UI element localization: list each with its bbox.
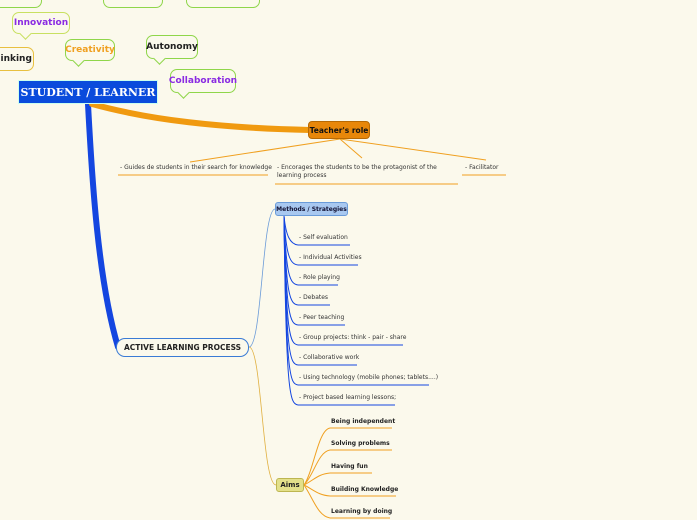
aim-item[interactable]: Learning by doing: [331, 508, 393, 515]
central-topic[interactable]: STUDENT / LEARNER: [18, 80, 158, 104]
method-item[interactable]: - Self evaluation: [299, 234, 348, 241]
aim-item[interactable]: Being independent: [331, 418, 396, 425]
method-item[interactable]: - Collaborative work: [299, 354, 360, 361]
method-item[interactable]: - Peer teaching: [299, 314, 345, 321]
active-learning-node[interactable]: ACTIVE LEARNING PROCESS: [116, 338, 249, 357]
methods-label: Methods / Strategies: [276, 205, 347, 213]
method-item[interactable]: - Role playing: [299, 274, 340, 281]
method-item[interactable]: - Project based learning lessons;: [299, 394, 397, 401]
innovation-label: Innovation: [13, 18, 69, 28]
teacher-role-label: Teacher's role: [309, 125, 369, 135]
active-learning-label: ACTIVE LEARNING PROCESS: [123, 343, 242, 352]
innovation-bubble[interactable]: Innovation: [12, 12, 70, 40]
autonomy-bubble[interactable]: Autonomy: [146, 35, 198, 65]
aims-label: Aims: [280, 481, 300, 489]
teacher-item[interactable]: - Guides de students in their search for…: [120, 164, 272, 171]
method-item[interactable]: - Individual Activities: [299, 254, 362, 261]
aim-item[interactable]: Having fun: [331, 463, 368, 470]
aims-node[interactable]: Aims: [276, 478, 304, 492]
aim-item[interactable]: Solving problems: [331, 440, 390, 447]
thinking-bubble[interactable]: hinking: [0, 47, 34, 71]
methods-node[interactable]: Methods / Strategies: [275, 202, 348, 216]
creativity-label: Creativity: [65, 45, 115, 55]
autonomy-label: Autonomy: [146, 42, 198, 52]
collaboration-bubble[interactable]: Collaboration: [168, 69, 238, 99]
thinking-label: hinking: [0, 54, 32, 64]
method-item[interactable]: - Debates: [299, 294, 329, 301]
teacher-item[interactable]: - Facilitator: [465, 164, 499, 171]
method-item[interactable]: - Using technology (mobile phones; table…: [299, 374, 439, 381]
creativity-bubble[interactable]: Creativity: [65, 39, 115, 67]
collaboration-label: Collaboration: [168, 76, 238, 86]
aim-item[interactable]: Building Knowledge: [331, 486, 399, 493]
partial-bubble-top-mid: [103, 0, 163, 8]
partial-bubble-top-right: [186, 0, 260, 8]
teacher-item[interactable]: - Encorages the students to be the prota…: [277, 164, 437, 179]
teacher-role-node[interactable]: Teacher's role: [308, 121, 370, 139]
central-topic-label: STUDENT / LEARNER: [20, 85, 156, 99]
method-item[interactable]: - Group projects: think - pair - share: [299, 334, 407, 341]
partial-bubble-top-left: [0, 0, 42, 8]
